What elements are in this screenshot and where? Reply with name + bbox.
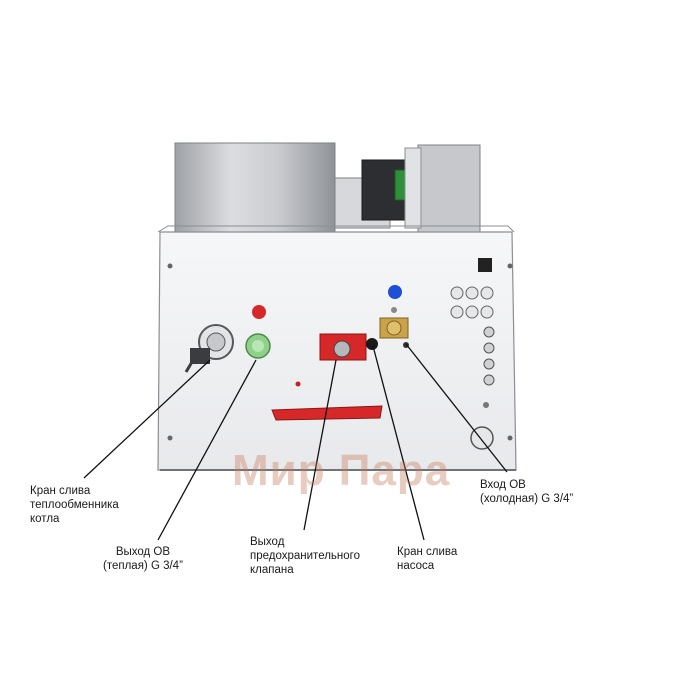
leader-cold-inlet (405, 343, 508, 473)
drip-tray (271, 405, 383, 421)
warm-outlet-fitting (245, 333, 271, 359)
internal-components (174, 142, 481, 236)
leader-heat-exchanger-drain (83, 359, 211, 479)
control-module (417, 144, 481, 234)
red-indicator-warm (252, 305, 266, 319)
heat-exchanger-drain-valve (184, 324, 234, 373)
small-red-dot (295, 381, 301, 387)
expansion-tank (174, 142, 336, 236)
cold-inlet-fitting (379, 307, 409, 348)
safety-valve-outlet-block (319, 333, 378, 361)
leader-pump-drain (372, 345, 425, 541)
watermark: Мир Пара (232, 446, 451, 495)
blue-indicator-cold (388, 285, 402, 299)
callout-pump-drain: Кран слива насоса (397, 546, 458, 572)
callout-warm-outlet: Выход ОВ (теплая) G 3/4” (103, 546, 183, 572)
screw (507, 435, 513, 441)
screw (507, 263, 513, 269)
leader-safety-valve (303, 359, 337, 531)
screw (167, 263, 173, 269)
screw (167, 435, 173, 441)
callout-cold-inlet: Вход ОВ (холодная) G 3/4” (480, 479, 574, 505)
callout-heat-exchanger-drain: Кран слива теплообменника котла (30, 485, 119, 525)
leader-lines (83, 343, 508, 541)
callout-safety-valve-outlet: Выход предохранительного клапана (250, 536, 360, 576)
leader-warm-outlet (157, 359, 257, 541)
cable-glands (450, 258, 495, 450)
